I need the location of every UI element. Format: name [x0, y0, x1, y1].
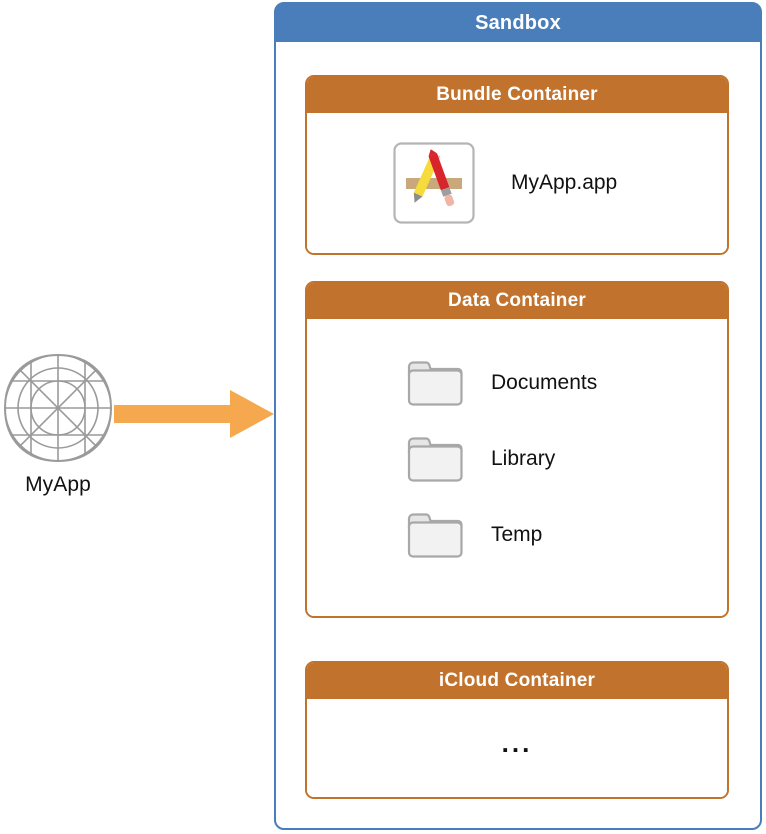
data-container-body: Documents Library Temp	[307, 319, 727, 616]
bundle-container-header: Bundle Container	[307, 77, 727, 113]
sandbox-body: Bundle Container	[276, 42, 760, 828]
xcode-app-icon	[393, 142, 475, 224]
app-bundle-label: MyApp.app	[511, 171, 618, 194]
folder-label: Documents	[491, 371, 598, 394]
icloud-container-body: ...	[307, 699, 727, 797]
icloud-container-header: iCloud Container	[307, 663, 727, 699]
data-container-header: Data Container	[307, 283, 727, 319]
app-source-node: MyApp	[2, 352, 118, 512]
list-item: Documents	[307, 345, 727, 421]
sandbox-header: Sandbox	[276, 4, 760, 42]
app-source-label: MyApp	[25, 473, 91, 496]
data-container: Data Container Documents Library	[305, 281, 729, 618]
icloud-container: iCloud Container ...	[305, 661, 729, 799]
data-container-title: Data Container	[448, 290, 586, 311]
folder-label: Library	[491, 447, 556, 470]
bundle-container-title: Bundle Container	[436, 84, 598, 105]
icloud-placeholder-ellipsis: ...	[501, 728, 533, 758]
list-item: Library	[307, 421, 727, 497]
sandbox-panel: Sandbox Bundle Container	[274, 2, 762, 830]
right-arrow-icon	[114, 390, 274, 438]
folder-icon	[407, 361, 463, 406]
folder-icon	[407, 437, 463, 482]
sandbox-title: Sandbox	[475, 11, 561, 34]
icloud-container-title: iCloud Container	[438, 670, 596, 691]
bundle-container-body: MyApp.app	[307, 113, 727, 253]
app-template-grid-icon	[3, 353, 113, 463]
folder-label: Temp	[491, 523, 543, 546]
folder-icon	[407, 513, 463, 558]
list-item: Temp	[307, 497, 727, 573]
bundle-container: Bundle Container	[305, 75, 729, 255]
